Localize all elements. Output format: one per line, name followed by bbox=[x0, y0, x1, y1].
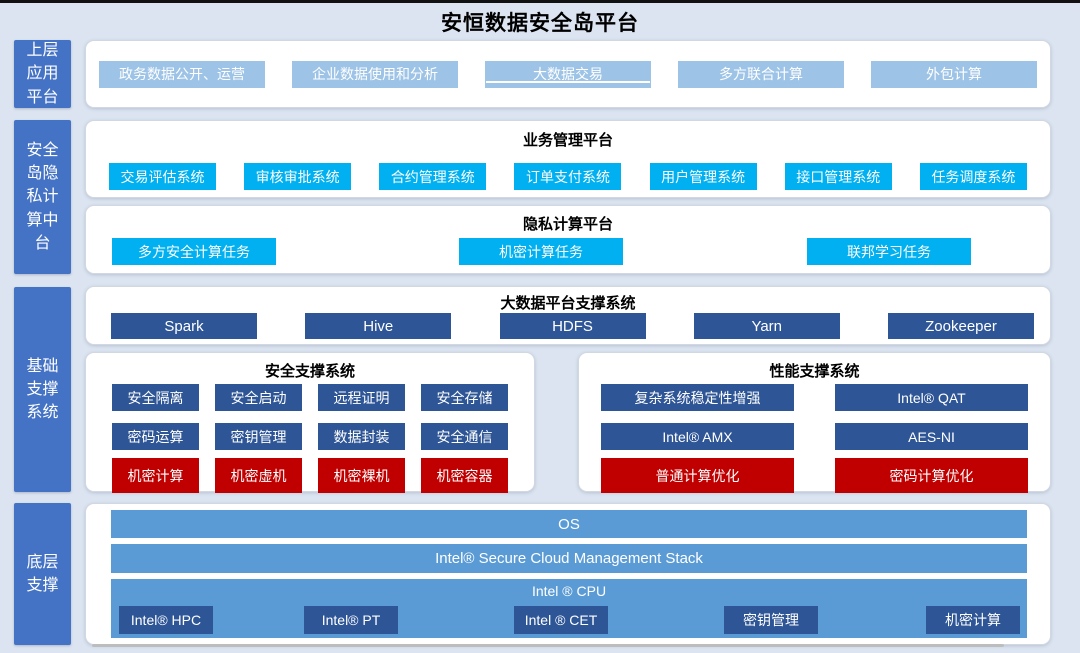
sidebar-label-text: 基础支撑系统 bbox=[26, 357, 59, 422]
performance-feature-box: 复杂系统稳定性增强 bbox=[601, 384, 794, 411]
performance-feature-box: AES-NI bbox=[835, 423, 1028, 450]
confidential-feature-box: 机密容器 bbox=[421, 458, 508, 493]
business-system-box: 交易评估系统 bbox=[109, 163, 216, 190]
bigdata-component-box: Zookeeper bbox=[888, 313, 1034, 339]
panel-upper-apps: 政务数据公开、运营 企业数据使用和分析 大数据交易 多方联合计算 外包计算 bbox=[85, 40, 1051, 108]
privacy-task-box: 多方安全计算任务 bbox=[112, 238, 276, 265]
confidential-feature-box: 机密虚机 bbox=[215, 458, 302, 493]
sidebar-label-bottom-support: 底层支撑 bbox=[14, 503, 71, 645]
optimization-box: 密码计算优化 bbox=[835, 458, 1028, 493]
business-system-box: 接口管理系统 bbox=[784, 163, 892, 190]
panel-bigdata-support: 大数据平台支撑系统 Spark Hive HDFS Yarn Zookeeper bbox=[85, 286, 1051, 345]
confidential-feature-box: 机密裸机 bbox=[318, 458, 405, 493]
cpu-feature-box: 密钥管理 bbox=[724, 606, 818, 634]
bigdata-component-box: Yarn bbox=[693, 313, 840, 339]
panel-title: 性能支撑系统 bbox=[769, 363, 860, 380]
panel-privacy-platform: 隐私计算平台 多方安全计算任务 机密计算任务 联邦学习任务 bbox=[85, 205, 1051, 274]
sidebar-label-base-support: 基础支撑系统 bbox=[14, 287, 71, 492]
panel-performance-support: 性能支撑系统 复杂系统稳定性增强 Intel® QAT Intel® AMX A… bbox=[578, 352, 1051, 493]
sidebar-label-text: 上层应用平台 bbox=[26, 42, 59, 106]
security-feature-box: 安全启动 bbox=[215, 384, 302, 411]
upper-app-box-selected: 大数据交易 bbox=[485, 60, 651, 88]
security-feature-box: 数据封装 bbox=[318, 423, 405, 450]
panel-security-support: 安全支撑系统 安全隔离 安全启动 远程证明 安全存储 密码运算 密钥管理 数据封… bbox=[85, 352, 535, 493]
slide-bottom-edge bbox=[92, 644, 1004, 647]
cpu-feature-box: 机密计算 bbox=[926, 606, 1020, 634]
bigdata-component-box: Hive bbox=[305, 313, 452, 339]
cpu-feature-box: Intel ® CET bbox=[514, 606, 608, 634]
panel-title: 大数据平台支撑系统 bbox=[500, 295, 636, 312]
performance-feature-box: Intel® AMX bbox=[601, 423, 794, 450]
upper-app-box: 政务数据公开、运营 bbox=[99, 60, 265, 88]
upper-app-box: 企业数据使用和分析 bbox=[292, 60, 458, 88]
panel-title: 安全支撑系统 bbox=[264, 363, 355, 380]
page-title: 安恒数据安全岛平台 bbox=[441, 12, 639, 35]
sidebar-label-upper-apps: 上层应用平台 bbox=[14, 40, 71, 108]
highlight-underline bbox=[486, 80, 650, 83]
security-feature-box: 密码运算 bbox=[112, 423, 199, 450]
sidebar-label-text: 安全岛隐私计算中台 bbox=[26, 142, 59, 252]
sidebar-label-privacy-middle: 安全岛隐私计算中台 bbox=[14, 120, 71, 274]
sidebar-label-text: 底层支撑 bbox=[26, 553, 59, 594]
cpu-feature-box: Intel® HPC bbox=[119, 606, 213, 634]
slide-top-edge bbox=[0, 0, 1080, 3]
panel-title: 业务管理平台 bbox=[522, 132, 613, 149]
cpu-bar: Intel ® CPU Intel® HPC Intel® PT Intel ®… bbox=[111, 579, 1027, 638]
os-bar: OS bbox=[111, 510, 1027, 538]
business-system-box: 合约管理系统 bbox=[379, 163, 487, 190]
business-system-box: 用户管理系统 bbox=[649, 163, 757, 190]
secure-cloud-stack-bar: Intel® Secure Cloud Management Stack bbox=[111, 544, 1027, 573]
security-feature-box: 安全隔离 bbox=[112, 384, 199, 411]
business-system-box: 订单支付系统 bbox=[514, 163, 622, 190]
security-feature-box: 安全存储 bbox=[421, 384, 508, 411]
business-system-box: 任务调度系统 bbox=[919, 163, 1027, 190]
security-feature-box: 远程证明 bbox=[318, 384, 405, 411]
business-system-box: 审核审批系统 bbox=[244, 163, 352, 190]
cpu-feature-box: Intel® PT bbox=[304, 606, 398, 634]
panel-bottom-layer: OS Intel® Secure Cloud Management Stack … bbox=[85, 503, 1051, 645]
upper-app-label: 大数据交易 bbox=[533, 66, 603, 82]
bigdata-component-box: Spark bbox=[111, 313, 257, 339]
optimization-box: 普通计算优化 bbox=[601, 458, 794, 493]
performance-feature-box: Intel® QAT bbox=[835, 384, 1028, 411]
panel-title: 隐私计算平台 bbox=[522, 216, 613, 233]
bigdata-component-box: HDFS bbox=[499, 313, 646, 339]
confidential-feature-box: 机密计算 bbox=[112, 458, 199, 493]
privacy-task-box: 机密计算任务 bbox=[459, 238, 623, 265]
upper-app-box: 外包计算 bbox=[871, 60, 1037, 88]
security-feature-box: 安全通信 bbox=[421, 423, 508, 450]
cpu-bar-label: Intel ® CPU bbox=[531, 583, 607, 599]
privacy-task-box: 联邦学习任务 bbox=[807, 238, 971, 265]
upper-app-box: 多方联合计算 bbox=[678, 60, 844, 88]
panel-business-platform: 业务管理平台 交易评估系统 审核审批系统 合约管理系统 订单支付系统 用户管理系… bbox=[85, 120, 1051, 198]
security-feature-box: 密钥管理 bbox=[215, 423, 302, 450]
